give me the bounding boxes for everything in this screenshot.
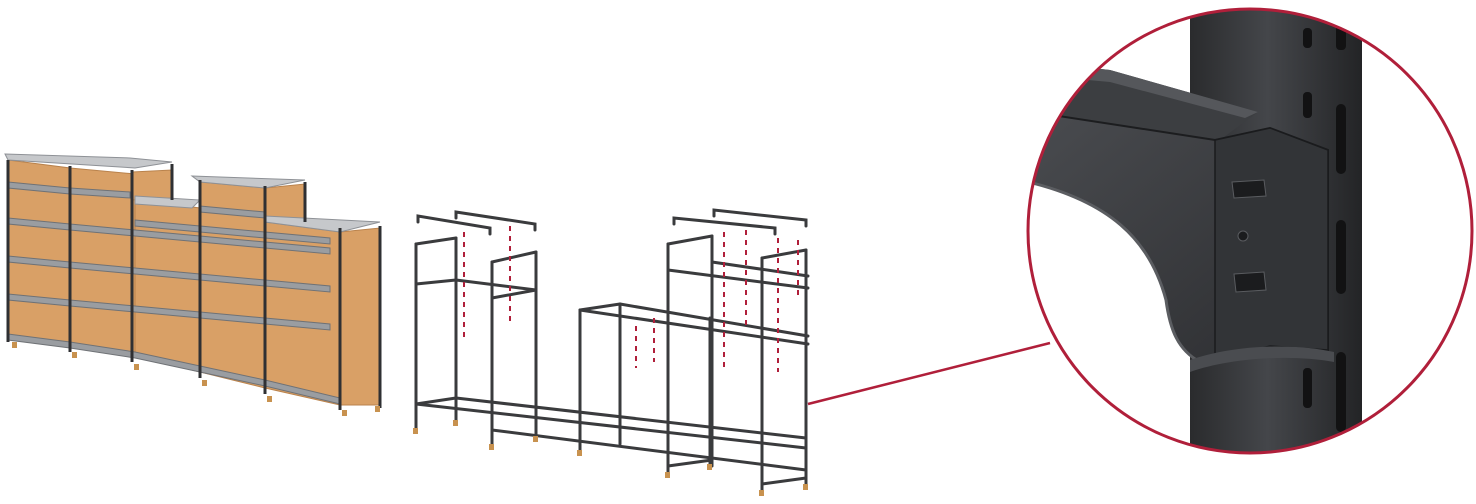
- assembled-shelving-unit: [5, 154, 380, 416]
- connector-callout-line: [808, 343, 1050, 404]
- assembly-guide-lines: [464, 226, 798, 372]
- detail-magnifier-circle: [1020, 0, 1472, 504]
- base-rails: [416, 398, 806, 470]
- exploded-frame: [413, 210, 808, 496]
- top-rails: [418, 210, 806, 234]
- frame-b: [580, 304, 808, 474]
